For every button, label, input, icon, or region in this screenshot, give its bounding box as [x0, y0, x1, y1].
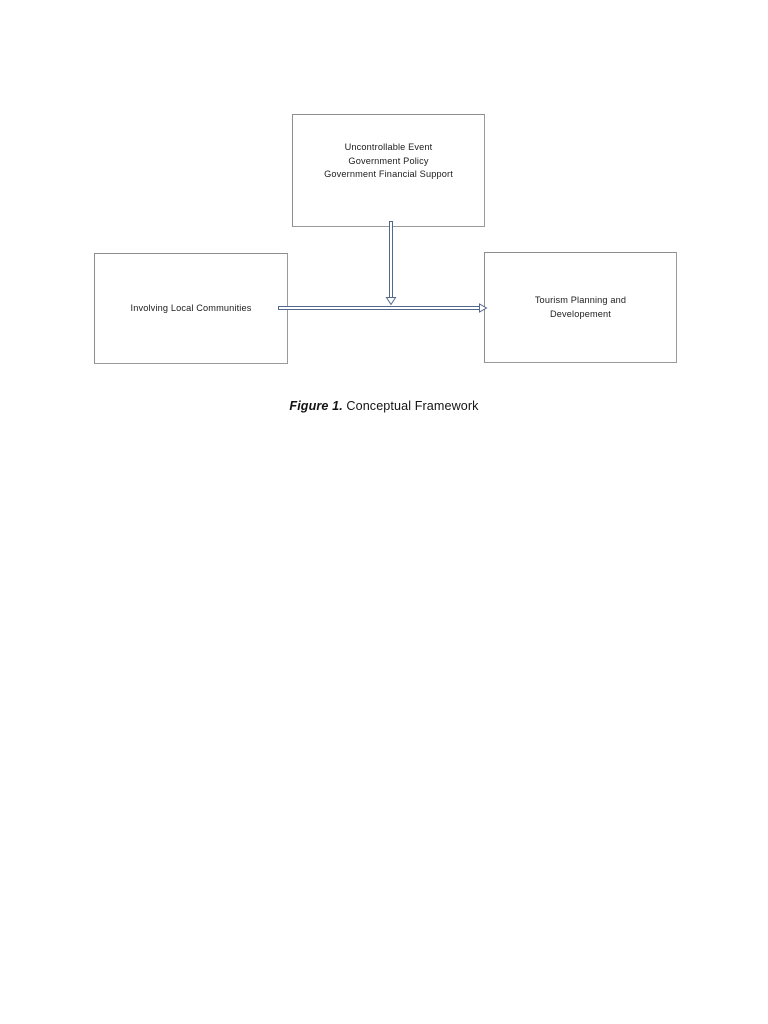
- tourism-planning-box: Tourism Planning and Developement: [484, 252, 677, 363]
- figure-caption-number: Figure 1.: [289, 399, 343, 413]
- involving-local-communities-box: Involving Local Communities: [94, 253, 288, 364]
- figure-caption-text: Conceptual Framework: [342, 399, 479, 413]
- main-relationship-arrow-right-icon: [278, 296, 490, 322]
- tourism-planning-label: Tourism Planning and Developement: [534, 294, 627, 319]
- figure-caption: Figure 1. Conceptual Framework: [0, 398, 768, 414]
- conceptual-framework-figure: Uncontrollable Event Government Policy G…: [0, 0, 768, 440]
- external-factors-box: Uncontrollable Event Government Policy G…: [292, 114, 485, 227]
- moderating-arrow-down-icon: [374, 221, 408, 313]
- external-factors-label: Uncontrollable Event Government Policy G…: [324, 142, 453, 180]
- involving-local-communities-label: Involving Local Communities: [130, 302, 252, 313]
